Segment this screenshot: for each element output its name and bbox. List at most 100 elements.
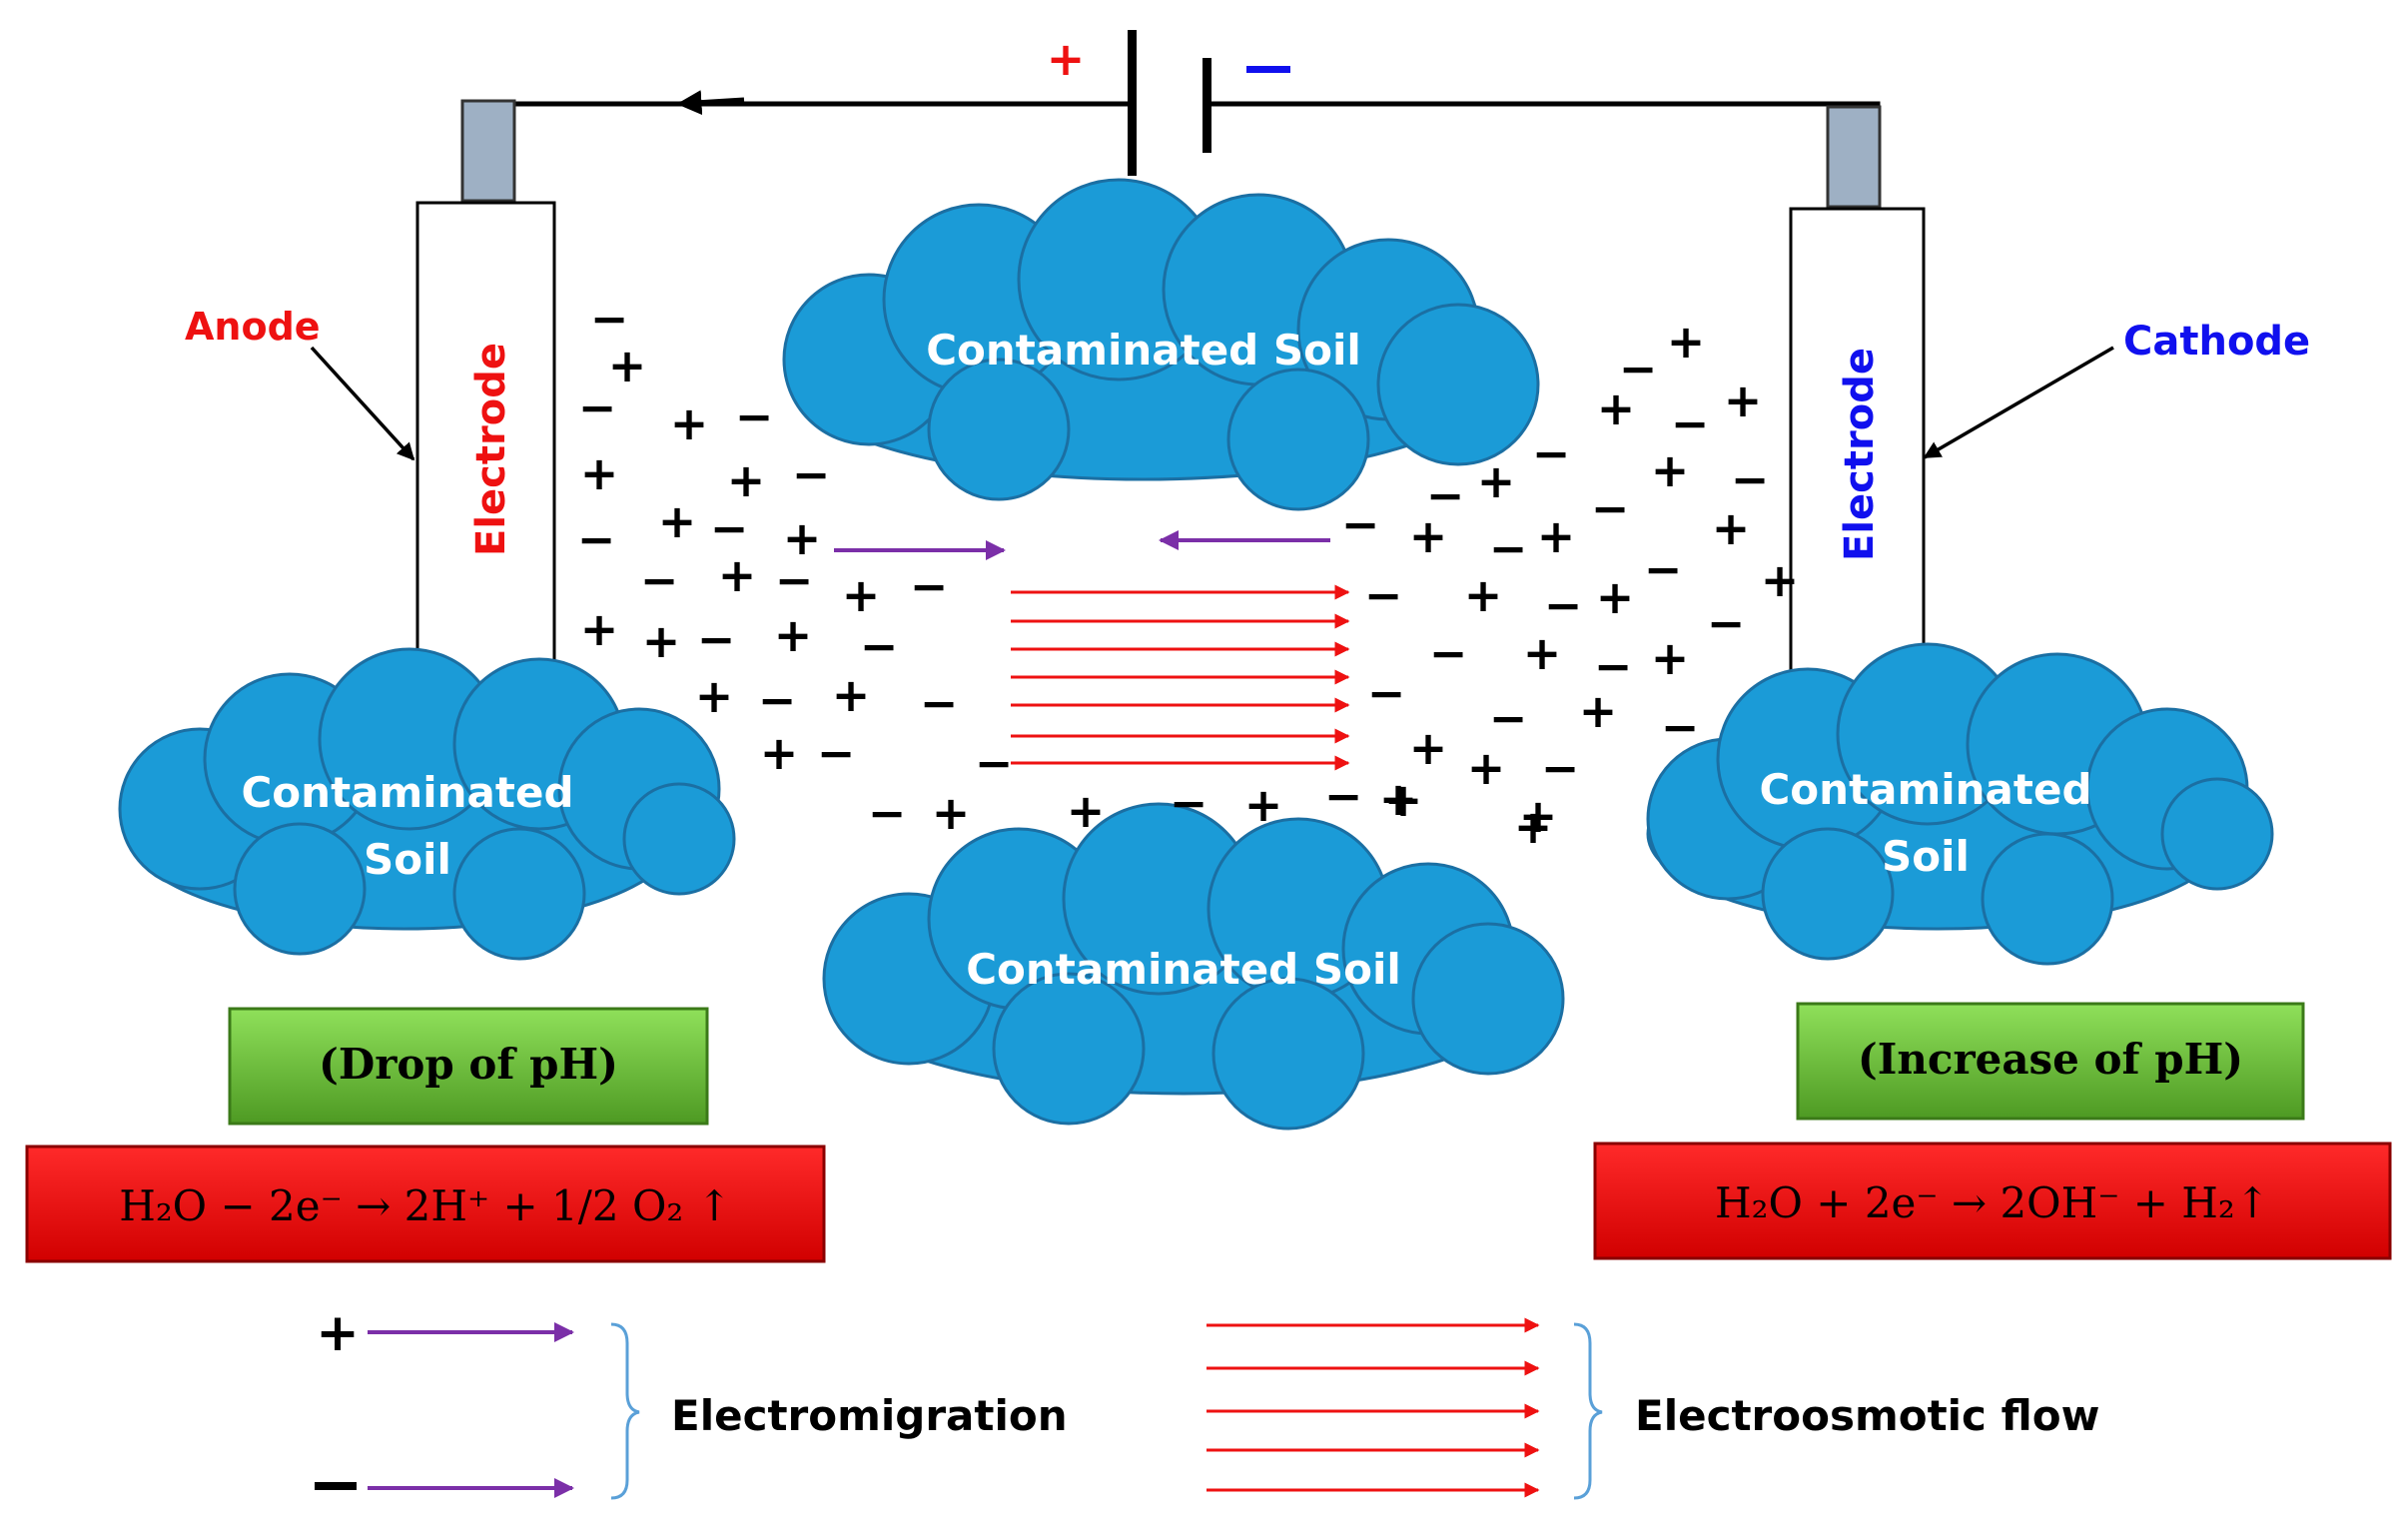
- cation-symbol: +: [932, 786, 971, 840]
- cation-symbol: +: [1384, 773, 1423, 827]
- legend-brace-left: [610, 1322, 640, 1500]
- cation-symbol: +: [1467, 741, 1506, 795]
- cation-symbol: +: [1409, 721, 1448, 775]
- anion-symbol: −: [817, 726, 856, 780]
- cation-symbol: +: [1067, 784, 1106, 838]
- cation-symbol: +: [727, 453, 766, 507]
- cation-symbol: +: [1579, 684, 1618, 738]
- cation-symbol: +: [1537, 509, 1576, 563]
- anion-symbol: −: [578, 381, 617, 434]
- cation-symbol: +: [1667, 315, 1706, 369]
- cation-symbol: +: [658, 494, 697, 548]
- cloud-right-label-line1: Contaminated: [1759, 765, 2091, 814]
- ph-drop-label: (Drop of pH): [319, 1040, 618, 1089]
- circuit-wire: [508, 90, 1881, 116]
- anion-symbol: −: [590, 292, 629, 346]
- anion-symbol: −: [1324, 769, 1363, 823]
- cation-symbol: +: [783, 511, 822, 565]
- anode-reaction-box: [25, 1145, 826, 1263]
- anion-symbol: −: [792, 447, 831, 501]
- anion-symbol: −: [1489, 691, 1528, 745]
- cloud-bottom: [822, 802, 1565, 1131]
- anion-symbol: −: [1426, 468, 1465, 522]
- anion-symbol: −: [1671, 396, 1710, 450]
- cation-symbol: +: [1409, 509, 1448, 563]
- ion-charges: −+−+−++−−+−+−+−+−++−+−+−+−+−−−++−+−+++−+…: [577, 292, 1800, 854]
- legend-electromigration-label: Electromigration: [671, 1391, 1068, 1440]
- anion-symbol: −: [1541, 741, 1580, 795]
- left-electrode-cap: [460, 99, 516, 203]
- cloud-top-label: Contaminated Soil: [926, 326, 1361, 375]
- anion-symbol: −: [1594, 639, 1633, 693]
- cloud-bottom-label: Contaminated Soil: [966, 945, 1401, 994]
- right-electrode-text: Electrode: [1837, 348, 1883, 561]
- ph-increase-box: [1796, 1002, 2305, 1121]
- cathode-reaction-box: [1593, 1142, 2392, 1260]
- cation-symbol: +: [774, 608, 813, 662]
- cloud-left-label-line2: Soil: [364, 835, 451, 884]
- legend-plus-sign: +: [316, 1303, 360, 1363]
- cation-symbol: +: [695, 669, 734, 723]
- anion-symbol: −: [910, 559, 949, 613]
- anion-symbol: −: [1731, 452, 1770, 506]
- anion-symbol: −: [1644, 542, 1683, 596]
- anion-symbol: −: [697, 612, 736, 666]
- cation-symbol: +: [580, 602, 619, 656]
- anode-pointer-arrow: [310, 346, 415, 461]
- ph-drop-box: [228, 1007, 709, 1126]
- cation-symbol: +: [760, 726, 799, 780]
- right-electrode-cap: [1826, 105, 1882, 209]
- battery-plus-sign: +: [1047, 32, 1086, 86]
- anion-symbol: −: [710, 501, 749, 555]
- anion-symbol: −: [1170, 776, 1208, 830]
- cation-symbol: +: [842, 568, 881, 622]
- cation-symbol: +: [718, 548, 757, 602]
- anion-symbol: −: [868, 786, 907, 840]
- cation-symbol: +: [608, 339, 647, 392]
- cation-symbol: +: [1724, 374, 1763, 427]
- legend-electroosmotic-label: Electroosmotic flow: [1635, 1391, 2099, 1440]
- cation-symbol: +: [670, 396, 709, 450]
- cathode-reaction: H₂O + 2e⁻ → 2OH⁻ + H₂↑: [1715, 1178, 2270, 1227]
- anion-symbol: −: [1591, 481, 1630, 535]
- legend-eof-arrows: [1206, 1317, 1540, 1498]
- cathode-pointer-arrow: [1923, 346, 2114, 459]
- anion-symbol: −: [775, 553, 814, 607]
- anion-symbol: −: [1364, 568, 1403, 622]
- cloud-left: [118, 647, 736, 961]
- left-electrode-text: Electrode: [468, 343, 514, 556]
- battery-icon: [1128, 30, 1211, 176]
- anion-symbol: −: [1619, 342, 1658, 395]
- right-electrode: [1789, 207, 1926, 700]
- cathode-label: Cathode: [2123, 319, 2310, 365]
- cation-symbol: +: [1651, 443, 1690, 497]
- anode-reaction: H₂O − 2e⁻ → 2H⁺ + 1/2 O₂ ↑: [119, 1181, 732, 1230]
- cloud-right: [1646, 642, 2274, 966]
- anion-symbol: −: [860, 619, 899, 673]
- anion-symbol: −: [1489, 521, 1528, 575]
- cation-symbol: +: [1596, 570, 1635, 624]
- cation-symbol: +: [1514, 800, 1553, 854]
- ph-increase-label: (Increase of pH): [1858, 1035, 2243, 1084]
- left-electrode: [415, 201, 556, 696]
- legend-brace-right: [1573, 1322, 1603, 1500]
- cation-symbol: +: [580, 446, 619, 500]
- anion-symbol: −: [975, 736, 1014, 790]
- cation-symbol: +: [1464, 568, 1503, 622]
- cation-symbol: +: [1597, 382, 1636, 435]
- anion-symbol: −: [920, 676, 959, 730]
- cation-symbol: +: [832, 668, 871, 722]
- anion-symbol: −: [758, 673, 797, 727]
- cation-symbol: +: [1379, 772, 1418, 826]
- cation-symbol: +: [1651, 631, 1690, 685]
- cation-symbol: +: [1477, 454, 1516, 508]
- anode-label: Anode: [185, 305, 321, 349]
- anion-symbol: −: [735, 389, 774, 443]
- cation-symbol: +: [642, 614, 681, 668]
- anion-symbol: −: [1661, 700, 1700, 754]
- anion-symbol: −: [640, 553, 679, 607]
- cloud-left-label-line1: Contaminated: [241, 768, 573, 817]
- anion-symbol: −: [1532, 426, 1571, 480]
- anion-symbol: −: [1429, 626, 1468, 680]
